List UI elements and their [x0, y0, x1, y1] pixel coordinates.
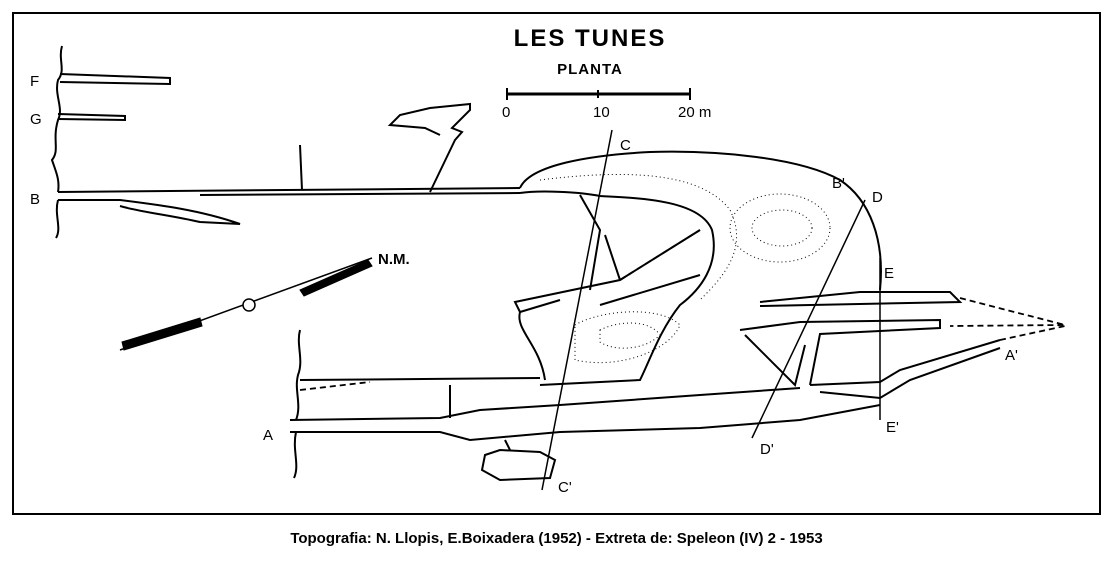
map-title: LES TUNES — [514, 25, 667, 52]
section-label-b: B — [30, 191, 40, 208]
cave-passages — [50, 45, 1001, 482]
section-label-e: E — [884, 265, 894, 282]
section-label-d-prime: D' — [760, 441, 774, 458]
contour-lines — [539, 173, 831, 364]
north-arrow — [119, 257, 373, 351]
section-label-c: C — [620, 137, 631, 154]
figure-caption: Topografia: N. Llopis, E.Boixadera (1952… — [290, 530, 823, 547]
section-label-c-prime: C' — [558, 479, 572, 496]
section-label-a-prime: A' — [1005, 347, 1018, 364]
section-label-g: G — [30, 111, 42, 128]
section-lines — [541, 129, 881, 491]
section-label-a: A — [263, 427, 273, 444]
map-frame — [12, 12, 1101, 515]
scale-label-0: 0 — [502, 104, 510, 121]
scale-label-20m: 20 m — [678, 104, 711, 121]
scale-bar — [506, 88, 691, 100]
section-label-e-prime: E' — [886, 419, 899, 436]
north-label: N.M. — [378, 251, 410, 268]
section-label-b-prime: B' — [832, 175, 845, 192]
section-label-f: F — [30, 73, 39, 90]
dashed-connections — [299, 229, 1066, 391]
section-label-d: D — [872, 189, 883, 206]
scale-label-10: 10 — [593, 104, 610, 121]
cave-plan-map: LES TUNES PLANTA 0 10 20 m N.M. — [30, 25, 1066, 496]
map-subtitle: PLANTA — [557, 61, 623, 78]
